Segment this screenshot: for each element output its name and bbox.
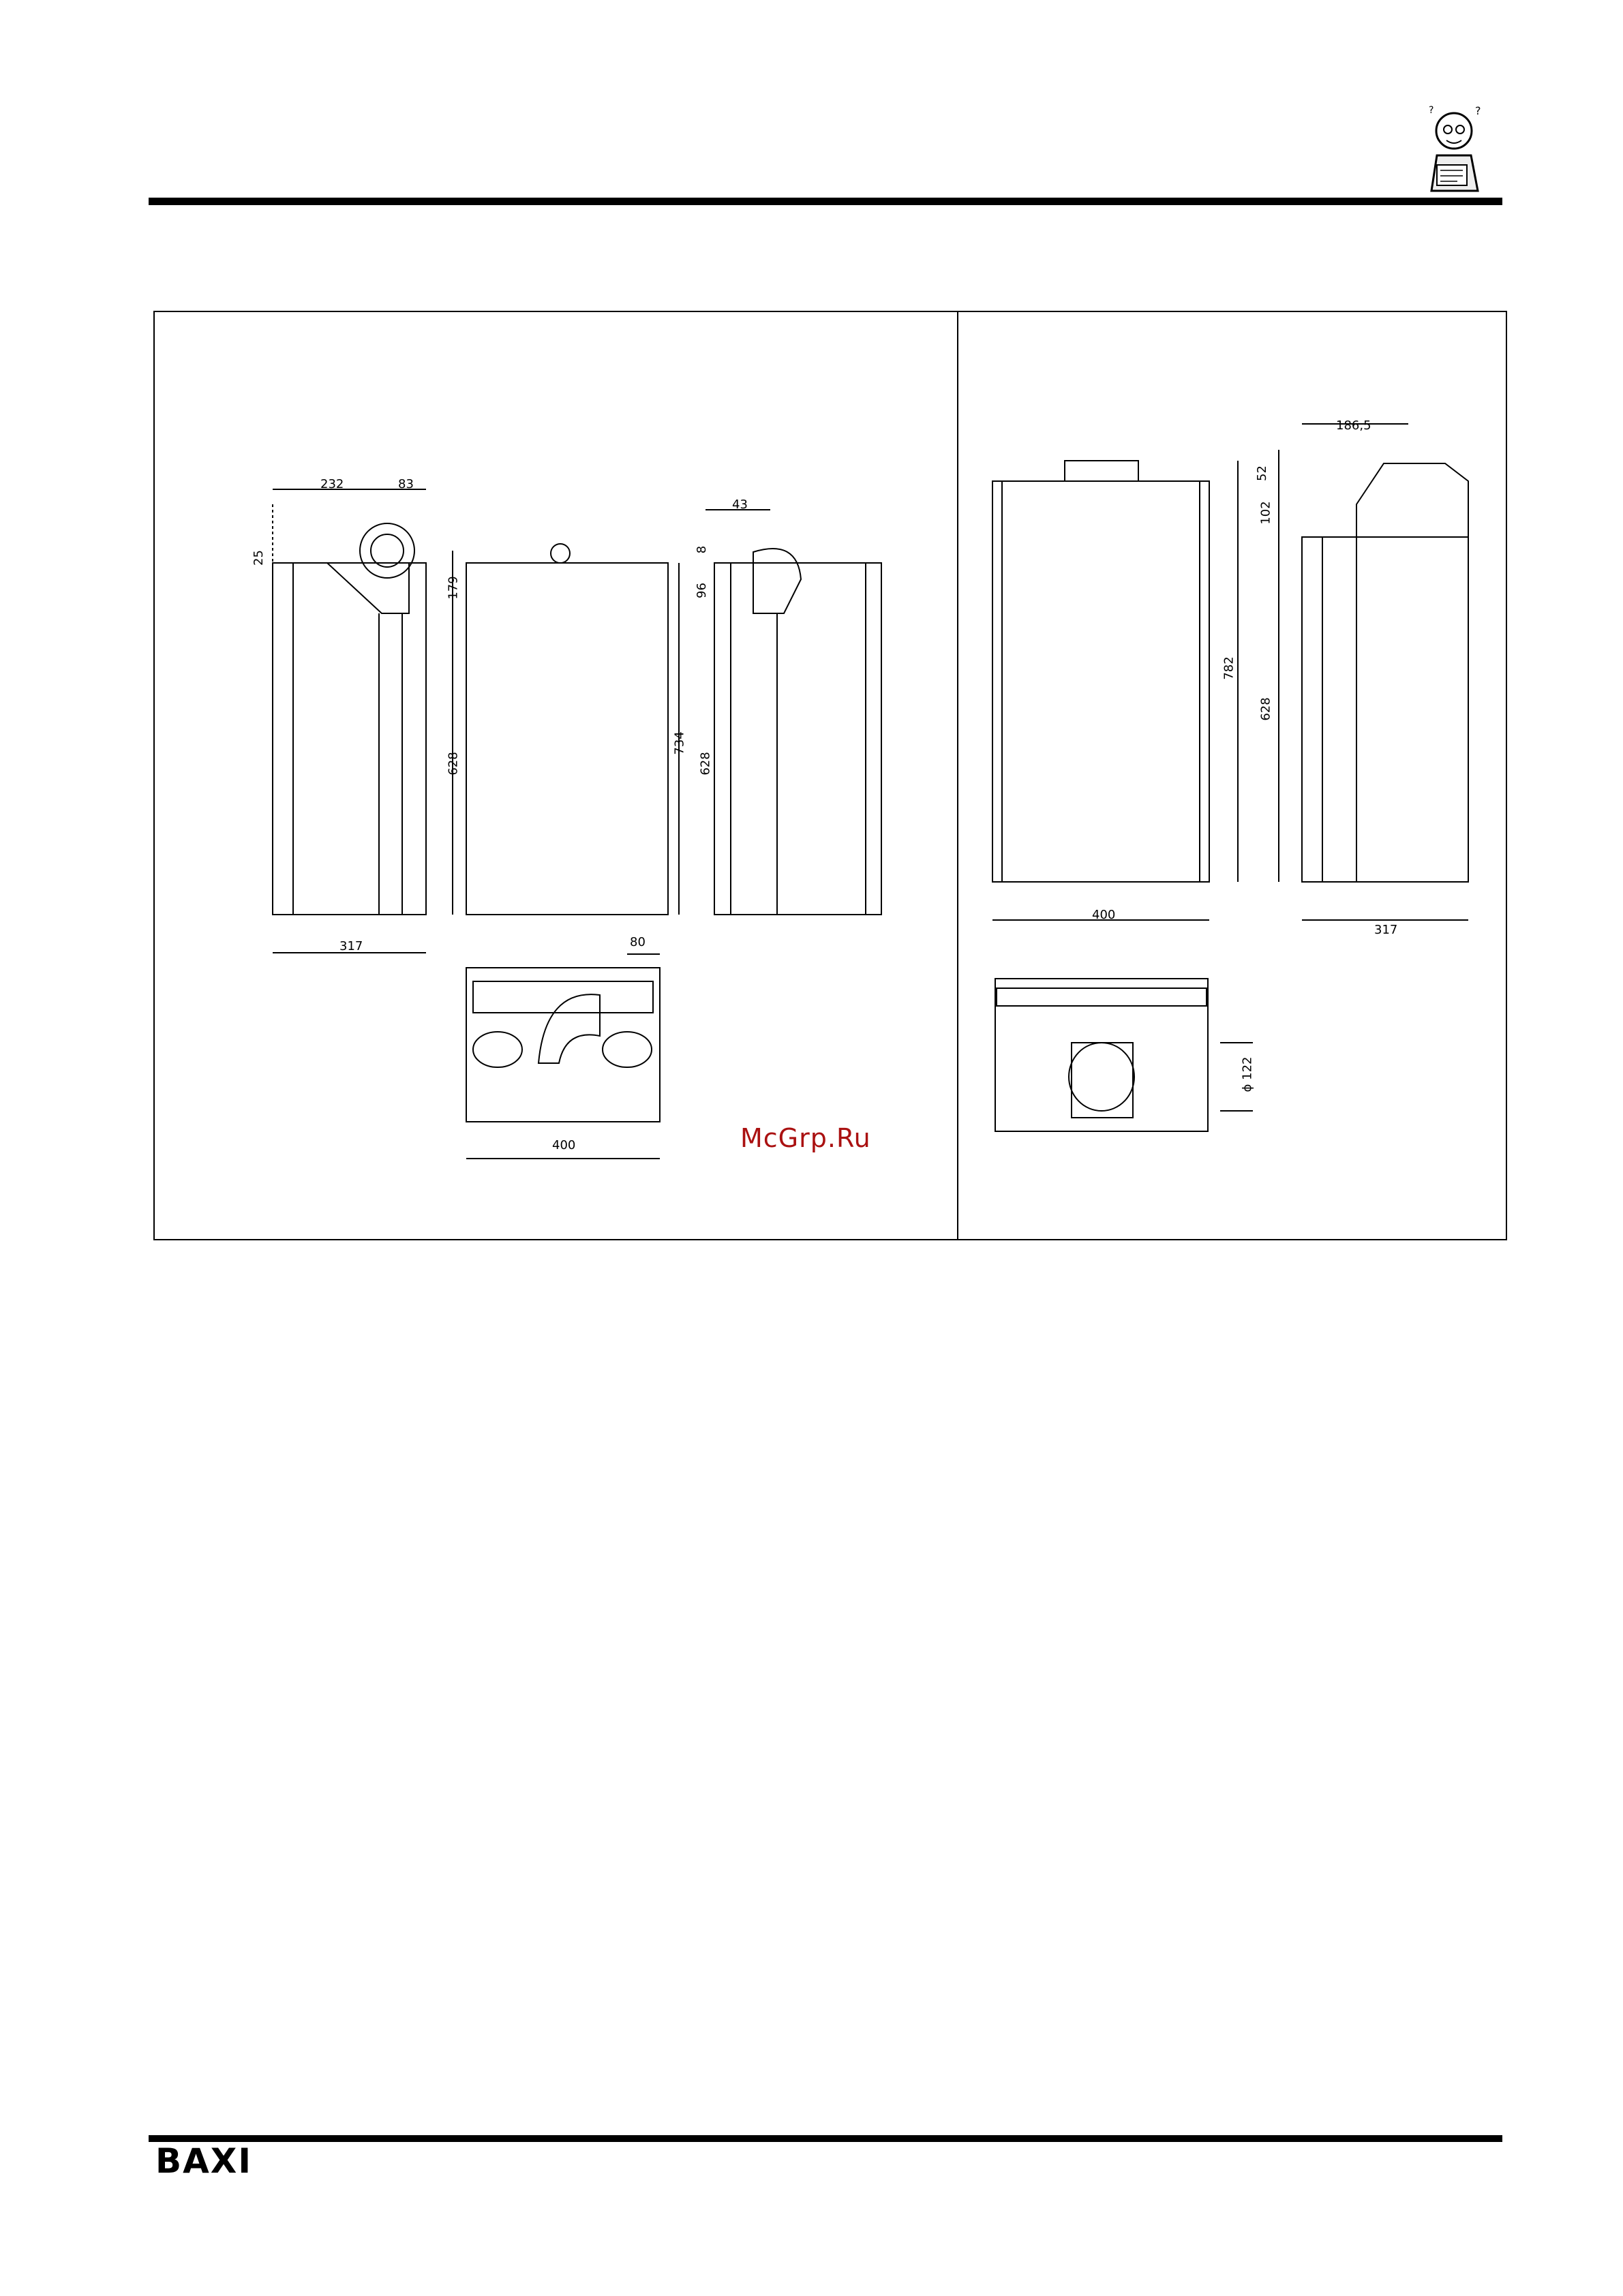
dim-right-upper-height: 96 <box>695 583 709 598</box>
watermark: McGrp.Ru <box>740 1123 871 1153</box>
dim-diameter: ϕ 122 <box>1240 1057 1254 1092</box>
side-view-right-panel-drawing <box>1279 424 1468 920</box>
dim-right-top-height: 52 <box>1255 465 1269 481</box>
dim-right-depth: 317 <box>1374 923 1397 937</box>
dim-right-body-height: 628 <box>1259 697 1273 720</box>
dim-right-offset: 43 <box>732 498 748 512</box>
dim-top-step: 8 <box>695 546 709 553</box>
bottom-view-left-drawing <box>466 954 660 1159</box>
bottom-view-right-drawing <box>995 979 1253 1131</box>
dim-base-width: 317 <box>339 939 363 953</box>
side-view-right-drawing <box>706 510 881 915</box>
dim-right-front-width: 400 <box>1092 908 1115 922</box>
dim-top-width: 232 <box>320 477 344 491</box>
brand-logo: BAXI <box>155 2141 252 2181</box>
dim-body-height-right: 628 <box>699 752 713 775</box>
dim-total-height: 734 <box>673 731 687 754</box>
footer-rule <box>149 2135 1502 2142</box>
side-view-left-drawing <box>273 489 453 953</box>
front-view-drawing <box>466 544 679 915</box>
dim-body-height-left: 628 <box>446 752 461 775</box>
dim-right-upper-height-side: 102 <box>1259 501 1273 524</box>
dim-bottom-width: 400 <box>552 1138 575 1152</box>
dim-right-top-width: 186,5 <box>1336 418 1371 433</box>
dim-upper-height: 179 <box>446 576 461 599</box>
front-view-right-drawing <box>992 461 1238 920</box>
dim-right-total-height: 782 <box>1222 656 1237 679</box>
dim-offset: 83 <box>398 477 414 491</box>
dim-pipe-offset: 80 <box>630 935 646 949</box>
dim-flue-step: 25 <box>252 550 266 566</box>
